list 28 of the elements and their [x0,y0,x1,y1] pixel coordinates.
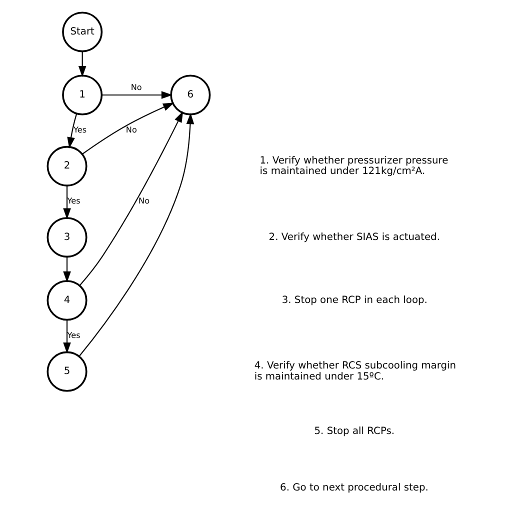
edge-label: Yes [66,329,80,340]
node-circle: Start [62,11,102,52]
arrow [62,319,70,354]
arrow [66,113,77,148]
arrow [78,51,86,77]
label: 2. Verify whether SIAS is actuated. [268,231,440,242]
label: 1. Verify whether pressurizer pressure is maintained under 121kg/cm²A. [259,154,448,177]
arrow [78,110,183,286]
edge-label: Yes [66,195,80,206]
node-circle: 6 [170,74,210,115]
arrow [101,90,172,98]
label: 5. Stop all RCPs. [314,425,394,436]
edge-label: No [138,195,150,206]
arrow [81,102,174,154]
label: 4. Verify whether RCS subcooling margin is maintained under 15ºC. [254,360,456,382]
node-circle: 2 [46,145,87,186]
edge-label: No [130,81,142,92]
label: 3. Stop one RCP in each loop. [281,294,427,306]
node-circle: 4 [46,280,87,320]
node-circle: 3 [46,216,87,258]
edge-label: Yes [73,124,86,134]
arrow [62,256,70,282]
edge-label: No [125,124,136,134]
node-circle: 5 [46,350,87,392]
arrow [62,185,70,219]
arrow [78,112,194,356]
node-circle: 1 [62,74,102,115]
label: 6. Go to next procedural step. [280,482,428,494]
